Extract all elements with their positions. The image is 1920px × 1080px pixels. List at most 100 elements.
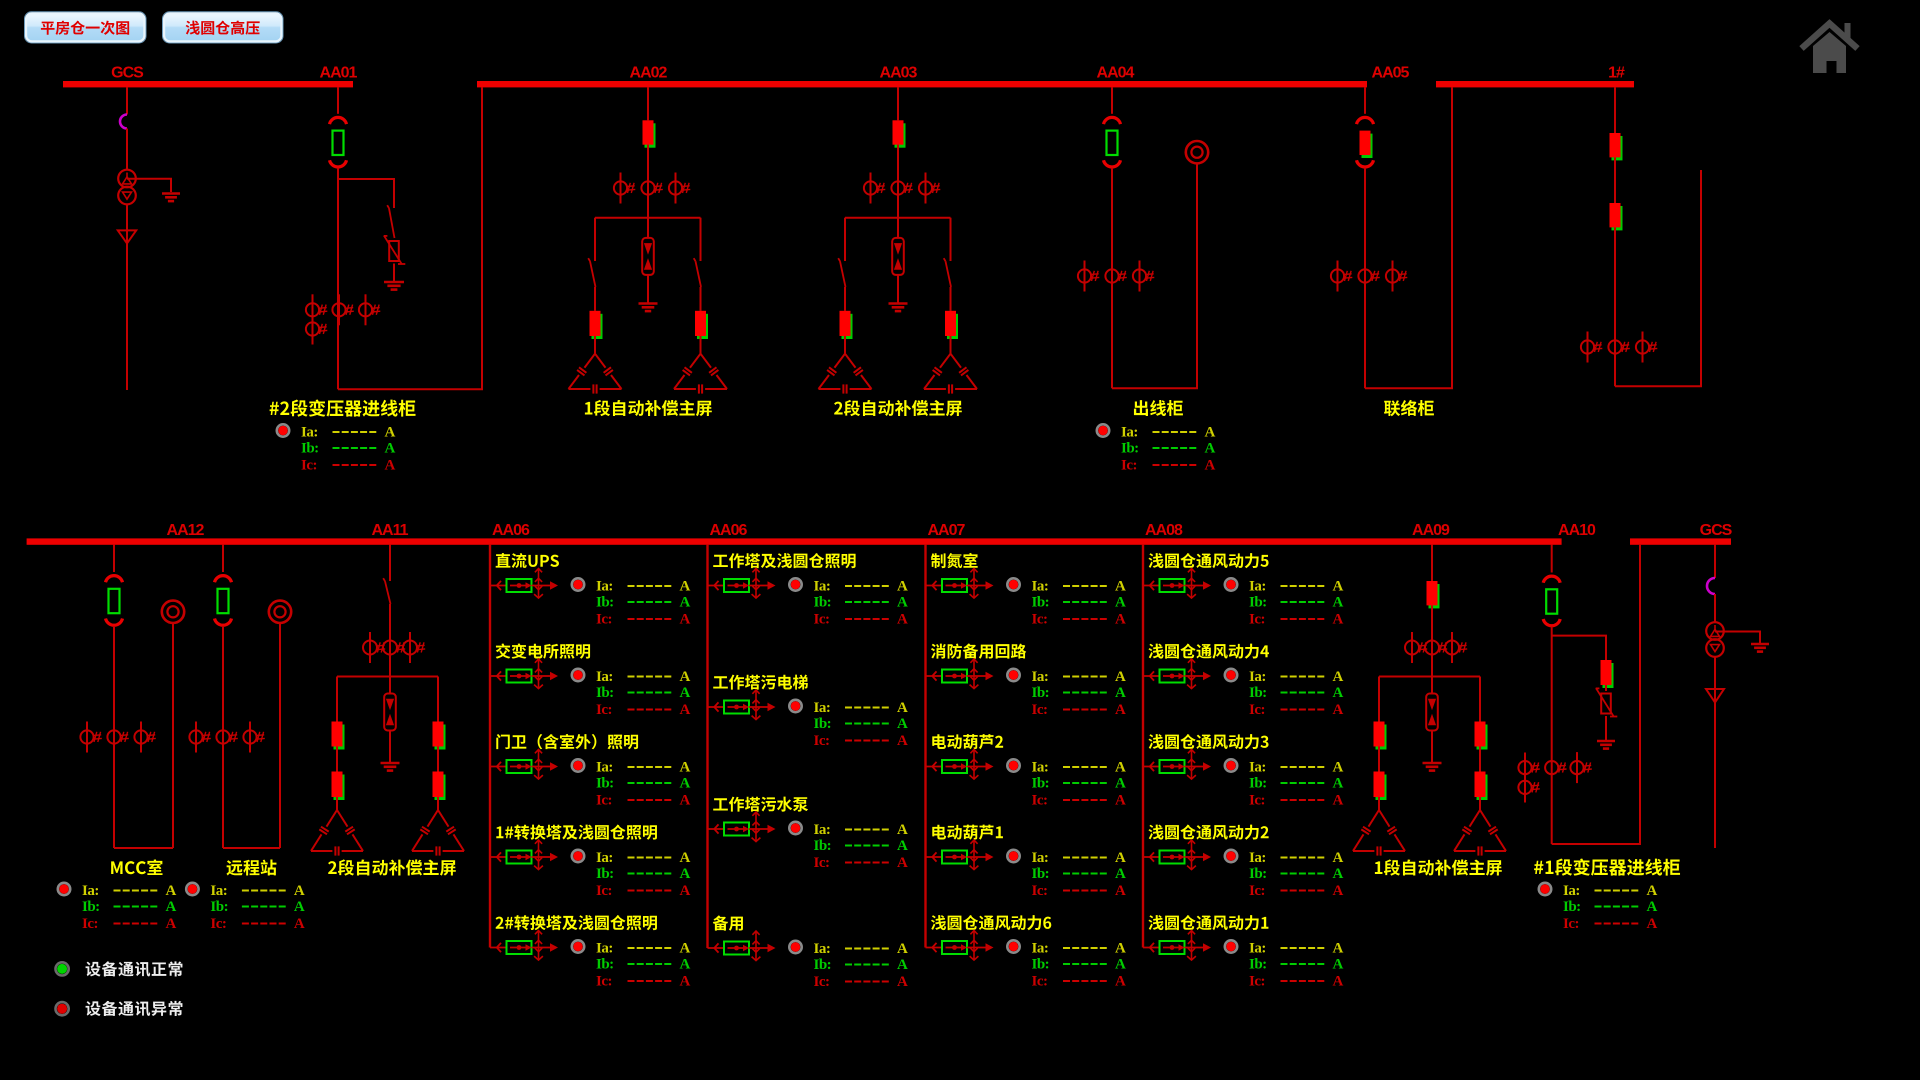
svg-text:A: A [897, 578, 908, 594]
svg-text:A: A [897, 855, 908, 871]
svg-text:A: A [680, 866, 691, 882]
svg-text:A: A [680, 792, 691, 808]
svg-text:A: A [680, 594, 691, 610]
svg-text:Ia:: Ia: [814, 700, 831, 716]
svg-text:Ic:: Ic: [82, 916, 98, 932]
svg-text:Ic:: Ic: [814, 855, 830, 871]
svg-text:1#: 1# [1608, 65, 1625, 82]
svg-text:Ia:: Ia: [1032, 940, 1049, 956]
svg-text:A: A [897, 957, 908, 973]
svg-text:Ib:: Ib: [1249, 685, 1267, 701]
svg-text:A: A [897, 838, 908, 854]
svg-text:A: A [1333, 940, 1344, 956]
svg-text:A: A [897, 733, 908, 749]
svg-text:A: A [166, 916, 177, 932]
svg-text:A: A [897, 822, 908, 838]
svg-text:Ia:: Ia: [814, 822, 831, 838]
svg-text:A: A [680, 775, 691, 791]
svg-text:AA03: AA03 [880, 65, 918, 82]
svg-text:A: A [1333, 594, 1344, 610]
svg-text:A: A [680, 702, 691, 718]
svg-text:AA11: AA11 [371, 522, 408, 539]
svg-text:Ia:: Ia: [1249, 759, 1266, 775]
svg-text:A: A [1647, 916, 1658, 932]
svg-text:A: A [680, 685, 691, 701]
svg-text:Ia:: Ia: [1032, 759, 1049, 775]
svg-text:A: A [1333, 702, 1344, 718]
svg-text:Ia:: Ia: [1249, 940, 1266, 956]
svg-text:Ib:: Ib: [596, 775, 614, 791]
svg-text:AA12: AA12 [167, 522, 205, 539]
svg-text:Ia:: Ia: [1249, 669, 1266, 685]
svg-text:A: A [897, 974, 908, 990]
svg-text:A: A [1115, 973, 1126, 989]
svg-text:A: A [1115, 685, 1126, 701]
svg-text:Ic:: Ic: [596, 883, 612, 899]
svg-text:A: A [1333, 792, 1344, 808]
svg-text:A: A [385, 457, 396, 473]
svg-text:Ib:: Ib: [814, 957, 832, 973]
svg-text:A: A [166, 899, 177, 915]
svg-text:A: A [1333, 611, 1344, 627]
svg-text:Ia:: Ia: [596, 578, 613, 594]
svg-text:Ic:: Ic: [1032, 973, 1048, 989]
svg-text:A: A [680, 759, 691, 775]
svg-text:Ic:: Ic: [596, 792, 612, 808]
svg-text:GCS: GCS [1700, 522, 1733, 539]
svg-text:Ic:: Ic: [1249, 702, 1265, 718]
svg-text:A: A [1205, 440, 1216, 456]
svg-text:Ib:: Ib: [596, 956, 614, 972]
svg-text:Ib:: Ib: [210, 899, 228, 915]
svg-text:A: A [1647, 899, 1658, 915]
svg-text:Ia:: Ia: [814, 941, 831, 957]
svg-text:Ib:: Ib: [1032, 685, 1050, 701]
svg-text:A: A [897, 594, 908, 610]
svg-text:GCS: GCS [111, 65, 144, 82]
svg-text:AA06: AA06 [492, 522, 530, 539]
svg-text:Ia:: Ia: [596, 940, 613, 956]
svg-text:Ic:: Ic: [1032, 883, 1048, 899]
svg-text:Ic:: Ic: [1032, 792, 1048, 808]
svg-text:A: A [680, 578, 691, 594]
svg-text:A: A [1333, 850, 1344, 866]
svg-text:A: A [1115, 578, 1126, 594]
svg-text:A: A [897, 700, 908, 716]
svg-text:A: A [1115, 611, 1126, 627]
svg-text:Ib:: Ib: [1032, 866, 1050, 882]
svg-text:AA09: AA09 [1412, 522, 1450, 539]
svg-text:Ic:: Ic: [596, 973, 612, 989]
svg-text:A: A [294, 916, 305, 932]
svg-text:AA07: AA07 [928, 522, 966, 539]
svg-text:AA05: AA05 [1372, 65, 1410, 82]
svg-text:Ib:: Ib: [814, 838, 832, 854]
svg-text:Ia:: Ia: [814, 578, 831, 594]
svg-text:A: A [1115, 702, 1126, 718]
svg-text:Ic:: Ic: [1032, 702, 1048, 718]
svg-text:A: A [1115, 759, 1126, 775]
svg-text:Ic:: Ic: [814, 733, 830, 749]
svg-text:AA01: AA01 [320, 65, 358, 82]
svg-text:Ic:: Ic: [1032, 611, 1048, 627]
svg-text:Ic:: Ic: [210, 916, 226, 932]
svg-text:A: A [1115, 669, 1126, 685]
svg-text:Ia:: Ia: [1563, 883, 1580, 899]
svg-text:Ia:: Ia: [1032, 850, 1049, 866]
svg-text:A: A [1115, 594, 1126, 610]
svg-text:Ic:: Ic: [1249, 611, 1265, 627]
svg-text:A: A [1333, 669, 1344, 685]
svg-text:Ia:: Ia: [596, 850, 613, 866]
svg-text:Ic:: Ic: [814, 974, 830, 990]
svg-text:Ib:: Ib: [1121, 440, 1139, 456]
svg-text:Ib:: Ib: [1032, 775, 1050, 791]
svg-text:A: A [680, 883, 691, 899]
svg-text:A: A [1115, 940, 1126, 956]
svg-text:Ic:: Ic: [301, 457, 317, 473]
svg-text:Ib:: Ib: [814, 594, 832, 610]
svg-text:A: A [1333, 973, 1344, 989]
svg-text:Ib:: Ib: [1032, 594, 1050, 610]
svg-text:Ia:: Ia: [1249, 578, 1266, 594]
svg-text:AA08: AA08 [1145, 522, 1183, 539]
svg-text:Ib:: Ib: [1249, 866, 1267, 882]
svg-text:Ia:: Ia: [1121, 424, 1138, 440]
svg-text:A: A [897, 941, 908, 957]
